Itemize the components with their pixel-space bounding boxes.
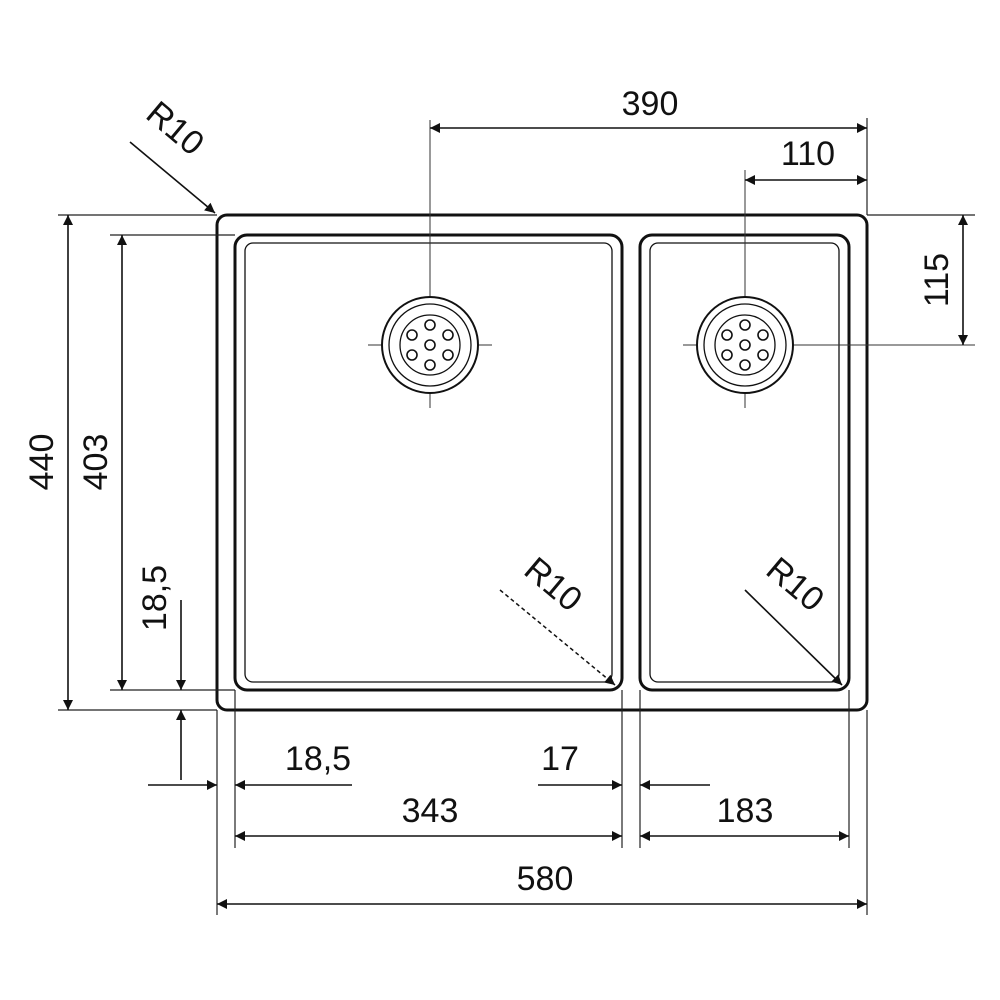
radius-r10-left-bowl: R10 [499, 550, 616, 686]
radius-r10-right-bowl: R10 [744, 550, 843, 686]
radius-r10-corner: R10 [129, 94, 216, 214]
dimension-18-5-horizontal: 18,5 [148, 740, 352, 790]
dimension-183-label: 183 [717, 792, 774, 830]
radius-r10-left-bowl-label: R10 [517, 550, 589, 619]
dimension-580: 580 [217, 860, 867, 909]
dimension-343: 343 [235, 792, 622, 841]
dimension-183: 183 [640, 792, 849, 841]
dimension-440-label: 440 [23, 434, 61, 491]
radius-r10-right-bowl-label: R10 [759, 550, 831, 619]
dimension-110: 110 [745, 135, 867, 185]
dimension-403-label: 403 [77, 434, 115, 491]
radius-r10-corner-label: R10 [139, 94, 211, 163]
dimension-110-label: 110 [781, 135, 835, 173]
dimension-580-label: 580 [517, 860, 574, 898]
dimension-390-label: 390 [622, 85, 679, 123]
dimension-17-label: 17 [541, 740, 579, 778]
right-drain-icon [683, 170, 975, 408]
left-bowl-outline [233, 233, 624, 692]
dimension-403: 403 [77, 234, 235, 691]
dimension-17: 17 [538, 740, 710, 790]
dimension-390: 390 [430, 85, 868, 215]
left-drain-icon [368, 120, 492, 408]
sink-outer-outline [215, 213, 869, 712]
dimension-115-label: 115 [918, 253, 956, 307]
dimension-115: 115 [867, 214, 975, 345]
dimension-18-5-vertical: 18,5 [136, 565, 186, 780]
left-bowl-inner-edge [244, 242, 613, 683]
dimension-18-5-horizontal-label: 18,5 [285, 740, 351, 778]
dimension-343-label: 343 [402, 792, 459, 830]
dimension-18-5-vertical-label: 18,5 [136, 565, 174, 631]
dimension-440: 440 [23, 214, 217, 711]
